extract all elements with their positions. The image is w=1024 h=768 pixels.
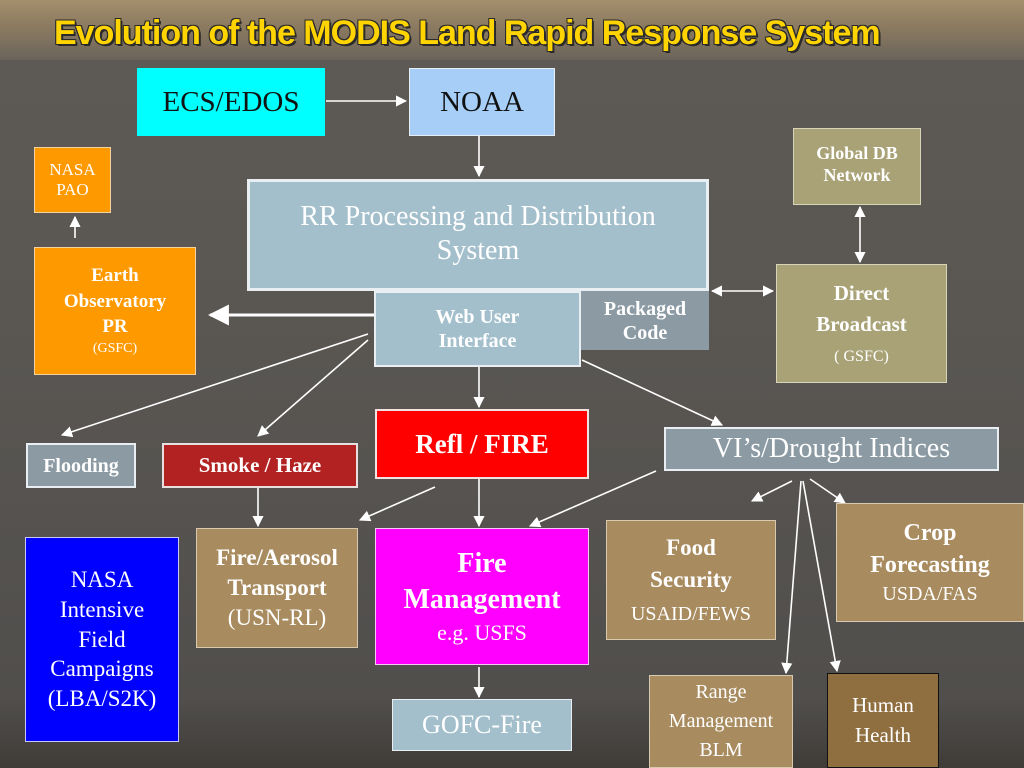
nasa-pao-line1: NASA [49, 159, 96, 179]
direct-broadcast-line1: Direct [833, 281, 890, 306]
node-food-security: Food Security USAID/FEWS [606, 520, 776, 640]
node-ecs-edos: ECS/EDOS [137, 68, 325, 136]
eo-line1: Earth [91, 265, 139, 287]
node-gofc-fire: GOFC-Fire [392, 699, 572, 751]
node-smoke-haze: Smoke / Haze [162, 443, 358, 488]
range-line2: Management [668, 710, 774, 732]
node-global-db-network: Global DB Network [793, 128, 921, 205]
direct-broadcast-sub: ( GSFC) [834, 348, 889, 366]
arrow-web-to-smoke [257, 339, 369, 437]
web-user-line2: Interface [438, 330, 517, 352]
packaged-code-line2: Code [622, 321, 668, 344]
campaigns-line4: Campaigns [50, 656, 154, 682]
packaged-code-line1: Packaged [603, 297, 687, 320]
food-line1: Food [666, 534, 716, 560]
fire-mgmt-line2: Management [403, 584, 561, 616]
web-user-line1: Web User [435, 306, 520, 328]
campaigns-line1: NASA [70, 566, 134, 592]
node-nasa-campaigns: NASA Intensive Field Campaigns (LBA/S2K) [25, 537, 179, 742]
global-db-line1: Global DB [816, 143, 898, 163]
fire-mgmt-line3: e.g. USFS [437, 619, 527, 645]
fire-mgmt-line1: Fire [457, 547, 507, 579]
node-range-management: Range Management BLM [649, 675, 793, 768]
campaigns-line3: Field [78, 626, 126, 652]
node-refl-fire: Refl / FIRE [375, 409, 589, 479]
range-line3: BLM [699, 739, 743, 761]
arrow-vi-to-food [750, 480, 793, 502]
node-web-user-interface: Web User Interface [374, 291, 581, 367]
node-fire-aerosol: Fire/Aerosol Transport (USN-RL) [196, 528, 358, 648]
health-line1: Human [852, 693, 914, 718]
food-line2: Security [650, 567, 732, 592]
node-packaged-code: Packaged Code [581, 291, 709, 350]
fire-aerosol-line1: Fire/Aerosol [216, 545, 338, 571]
range-line1: Range [695, 681, 747, 703]
node-fire-management: Fire Management e.g. USFS [375, 528, 589, 665]
fire-aerosol-line2: Transport [227, 575, 327, 601]
crop-line3: USDA/FAS [882, 583, 978, 606]
node-vi-drought: VI’s/Drought Indices [664, 427, 999, 471]
node-noaa: NOAA [409, 68, 555, 136]
eo-line3: PR [102, 316, 128, 338]
crop-line1: Crop [903, 519, 957, 546]
campaigns-line5: (LBA/S2K) [47, 686, 157, 712]
eo-sub: (GSFC) [92, 341, 138, 357]
fire-aerosol-line3: (USN-RL) [227, 604, 327, 630]
arrow-vi-to-range [781, 480, 802, 675]
arrow-vi-to-crop [809, 478, 846, 504]
global-db-line2: Network [823, 164, 891, 185]
direct-broadcast-line2: Broadcast [816, 311, 907, 336]
health-line2: Health [855, 722, 911, 747]
food-line3: USAID/FEWS [630, 603, 751, 626]
node-crop-forecasting: Crop Forecasting USDA/FAS [836, 503, 1024, 622]
crop-line2: Forecasting [870, 552, 990, 578]
node-direct-broadcast: Direct Broadcast ( GSFC) [776, 264, 947, 383]
nasa-pao-line2: PAO [56, 180, 89, 199]
arrow-web-to-flooding [60, 333, 369, 438]
node-flooding: Flooding [26, 443, 136, 488]
background-sky [0, 0, 1024, 60]
node-earth-observatory: Earth Observatory PR (GSFC) [34, 247, 196, 375]
eo-line2: Observatory [63, 290, 167, 312]
arrow-vi-to-firemgmt [528, 470, 657, 528]
campaigns-line2: Intensive [59, 596, 145, 622]
slide-title: Evolution of the MODIS Land Rapid Respon… [54, 14, 881, 52]
rr-processing-label: RR Processing and Distribution System [300, 201, 656, 266]
node-nasa-pao: NASA PAO [34, 147, 111, 213]
node-rr-processing: RR Processing and Distribution System [247, 179, 709, 291]
node-human-health: Human Health [827, 673, 939, 768]
arrow-vi-to-health [802, 480, 841, 673]
arrow-refl-to-fireaerosol [358, 486, 436, 522]
arrow-web-to-vi [581, 359, 724, 426]
